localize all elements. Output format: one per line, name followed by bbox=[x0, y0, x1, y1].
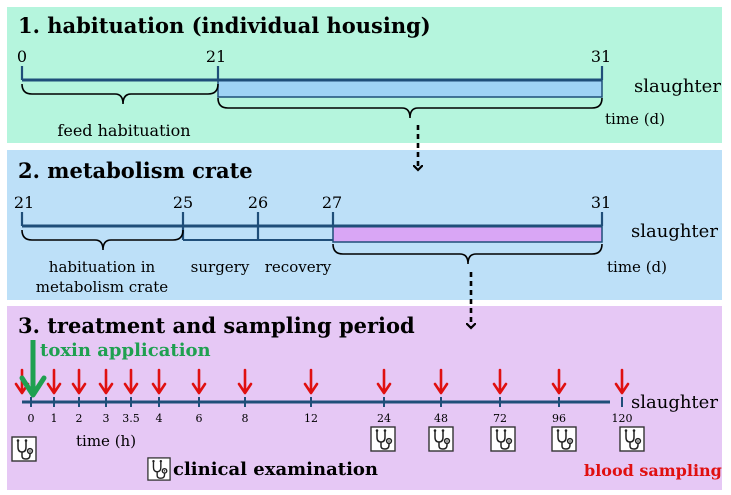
red-arrow-icon bbox=[614, 368, 630, 395]
red-arrow-icon bbox=[71, 368, 87, 395]
panel3-tick-label: 96 bbox=[552, 412, 566, 425]
panel3-blood-arrows bbox=[14, 368, 630, 395]
red-arrow-icon bbox=[551, 368, 567, 395]
red-arrow-icon bbox=[191, 368, 207, 395]
panel2-bar-purple bbox=[332, 225, 603, 243]
panel2-phase-habituation-line2: metabolism crate bbox=[36, 278, 169, 296]
panel2-unit-label: time (d) bbox=[607, 258, 667, 276]
stethoscope-icon-legend bbox=[147, 457, 171, 481]
panel1-tick-label-2: 31 bbox=[591, 47, 611, 66]
panel2-brace-purple bbox=[332, 243, 603, 265]
panel3-ticks bbox=[30, 397, 623, 407]
red-arrow-icon bbox=[46, 368, 62, 395]
panel3-unit-label: time (h) bbox=[76, 432, 136, 450]
red-arrow-icon bbox=[492, 368, 508, 395]
panel3-title: 3. treatment and sampling period bbox=[18, 313, 415, 338]
panel3-tick-label: 72 bbox=[493, 412, 507, 425]
panel3-tick-label: 48 bbox=[434, 412, 448, 425]
panel1-unit-label: time (d) bbox=[605, 110, 665, 128]
stethoscope-icon bbox=[619, 426, 645, 452]
panel2-phase-recovery: recovery bbox=[265, 258, 332, 276]
panel2-brace-habituation bbox=[21, 229, 184, 251]
panel3-background bbox=[7, 306, 722, 490]
panel3-tick-label: 8 bbox=[242, 412, 249, 425]
panel1-brace-blue bbox=[217, 97, 603, 119]
panel1-end-label: slaughter bbox=[634, 76, 721, 97]
stethoscope-icon bbox=[370, 426, 396, 452]
panel2-tick-label-4: 31 bbox=[591, 193, 611, 212]
panel3-tick-label: 2 bbox=[76, 412, 83, 425]
panel2-tick-label-1: 25 bbox=[173, 193, 193, 212]
panel3-tick-label: 24 bbox=[377, 412, 391, 425]
panel3-tick-label: 0 bbox=[28, 412, 35, 425]
stethoscope-icon bbox=[11, 436, 37, 462]
panel2-phase-habituation-line1: habituation in bbox=[49, 258, 156, 276]
panel3-blood-label: blood sampling bbox=[584, 461, 722, 480]
panel3-exam-label: clinical examination bbox=[173, 459, 378, 480]
stethoscope-icon bbox=[490, 426, 516, 452]
panel2-end-label: slaughter bbox=[631, 221, 718, 242]
panel3-end-label: slaughter bbox=[631, 392, 718, 413]
panel2-phase-surgery: surgery bbox=[191, 258, 250, 276]
panel3-tick-label: 4 bbox=[156, 412, 163, 425]
red-arrow-icon bbox=[303, 368, 319, 395]
red-arrow-icon bbox=[151, 368, 167, 395]
panel3-tick-label: 120 bbox=[612, 412, 633, 425]
panel3-tick-label: 3 bbox=[103, 412, 110, 425]
panel3-tick-label: 1 bbox=[51, 412, 58, 425]
panel2-title: 2. metabolism crate bbox=[18, 158, 253, 183]
toxin-arrowhead bbox=[19, 375, 47, 398]
panel1-brace bbox=[21, 83, 219, 105]
red-arrow-icon bbox=[433, 368, 449, 395]
red-arrow-icon bbox=[376, 368, 392, 395]
panel1-brace-label: feed habituation bbox=[57, 121, 190, 140]
panel1-title: 1. habituation (individual housing) bbox=[18, 13, 431, 38]
panel2-tick-label-0: 21 bbox=[14, 193, 34, 212]
panel1-tick-label-0: 0 bbox=[17, 47, 27, 66]
panel3-tick-label: 6 bbox=[196, 412, 203, 425]
panel2-tick-label-2: 26 bbox=[248, 193, 268, 212]
red-arrow-icon bbox=[237, 368, 253, 395]
panel3-tick-label: 3.5 bbox=[122, 412, 140, 425]
red-arrow-icon bbox=[123, 368, 139, 395]
stethoscope-icon bbox=[551, 426, 577, 452]
panel3-toxin-arrow bbox=[19, 340, 47, 398]
panel3-tick-label: 12 bbox=[304, 412, 318, 425]
panel1-tick-label-1: 21 bbox=[206, 47, 226, 66]
stethoscope-icon bbox=[428, 426, 454, 452]
panel3-toxin-label: toxin application bbox=[40, 340, 211, 361]
red-arrow-icon bbox=[98, 368, 114, 395]
panel2-tick-label-3: 27 bbox=[322, 193, 342, 212]
panel1-bar-blue bbox=[217, 79, 603, 98]
